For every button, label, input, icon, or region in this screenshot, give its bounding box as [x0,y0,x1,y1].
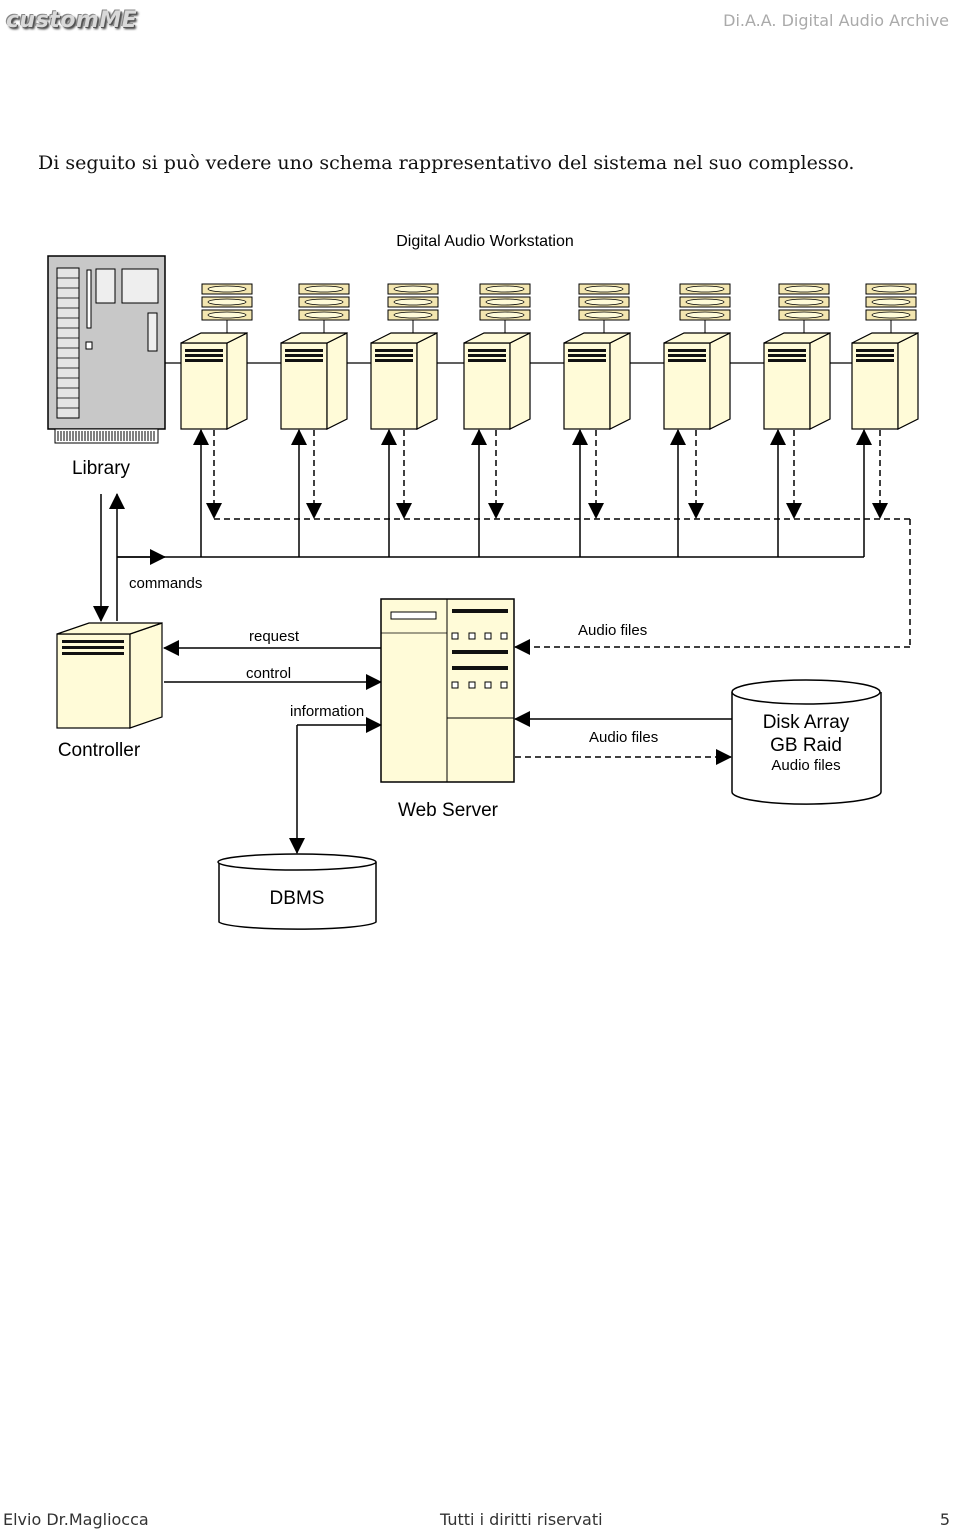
disc-stack-icon [865,283,917,321]
disc-stack-icon [298,283,350,321]
web-server-icon [380,598,515,783]
disc-stack-icon [201,283,253,321]
workstation-tower-icon [180,332,248,430]
workstation-8 [851,283,919,430]
information-label: information [290,703,364,720]
disc-stack-icon [679,283,731,321]
disc-stack-icon [578,283,630,321]
audio-files-mid-label: Audio files [589,729,658,746]
workstation-5 [563,283,631,430]
workstation-3 [370,283,439,430]
audio-bus [206,430,911,655]
workstation-tower-icon [763,332,831,430]
disk-array-cylinder-icon [731,679,882,805]
workstation-6 [663,283,731,430]
workstation-label: Digital Audio Workstation [396,233,574,250]
disc-stack-icon [387,283,439,321]
workstation-1 [180,283,253,430]
workstation-2 [280,283,350,430]
disk-array-content: Audio files [771,757,840,774]
dbms-label: DBMS [270,888,325,909]
audio-files-top-label: Audio files [578,622,647,639]
footer-page-number: 5 [939,1510,950,1529]
footer-author: Elvio Dr.Magliocca [3,1510,149,1529]
disc-stack-icon [479,283,531,321]
library-rack-icon [47,255,166,444]
workstation-tower-icon [463,332,531,430]
footer-rights: Tutti i diritti riservati [440,1510,603,1529]
disk-array-subtitle: GB Raid [770,735,842,756]
library-label: Library [72,458,131,479]
commands-label: commands [129,575,202,592]
system-diagram: Digital Audio Workstation Library [47,233,919,930]
workstation-4 [463,283,531,430]
workstation-tower-icon [370,332,438,430]
disk-array-title: Disk Array [763,712,850,733]
custom-me-logo: customME [6,8,138,33]
workstation-tower-icon [563,332,631,430]
intro-paragraph: Di seguito si può vedere uno schema rapp… [38,152,855,174]
request-label: request [249,628,300,645]
command-bus [117,429,872,565]
workstation-tower-icon [663,332,731,430]
control-label: control [246,665,291,682]
workstation-tower-icon [280,332,348,430]
document-title: Di.A.A. Digital Audio Archive [723,11,949,30]
controller-tower-icon [56,622,163,729]
controller-label: Controller [58,740,141,761]
disc-stack-icon [778,283,830,321]
dbms-cylinder-icon [217,853,377,930]
workstation-7 [763,283,831,430]
workstation-tower-icon [851,332,919,430]
web-server-label: Web Server [398,800,499,821]
